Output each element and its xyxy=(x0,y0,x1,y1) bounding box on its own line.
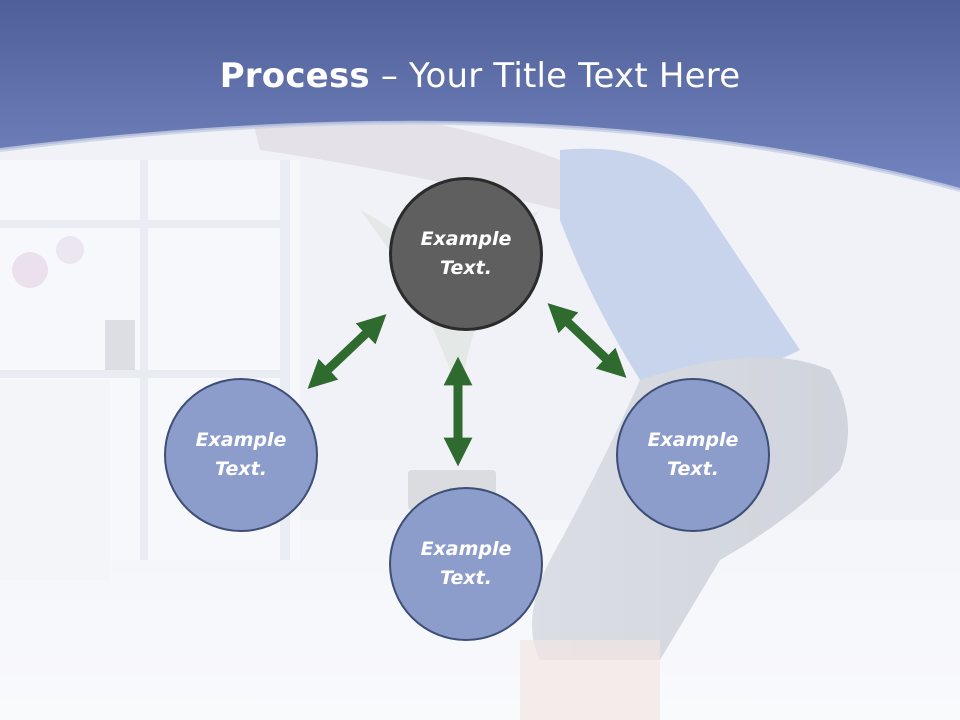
node-right-line1: Example xyxy=(647,429,739,451)
node-top-line1: Example xyxy=(420,228,512,250)
node-left-line2: Text. xyxy=(215,458,267,480)
title-rest: – Your Title Text Here xyxy=(369,56,741,96)
slide-title: Process – Your Title Text Here xyxy=(0,54,960,98)
title-bold: Process xyxy=(219,56,370,96)
node-bottom-line2: Text. xyxy=(440,567,492,589)
node-top-line2: Text. xyxy=(440,257,492,279)
node-right-line2: Text. xyxy=(667,458,719,480)
node-left-line1: Example xyxy=(195,429,287,451)
header-band xyxy=(0,0,960,192)
node-bottom-line1: Example xyxy=(420,538,512,560)
